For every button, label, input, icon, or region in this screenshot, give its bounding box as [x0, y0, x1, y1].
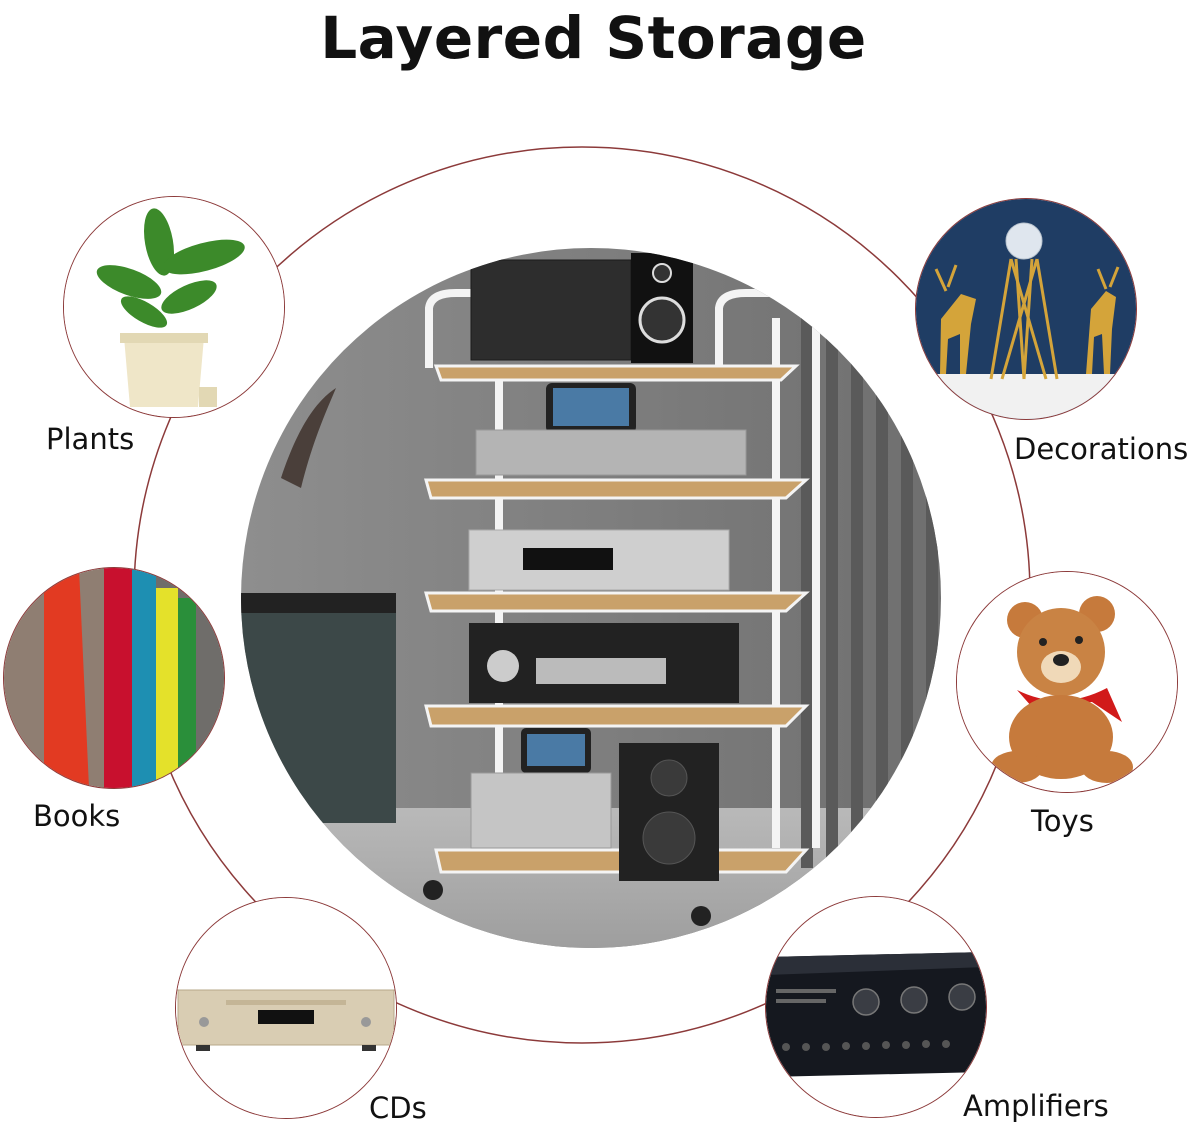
amplifiers-label: Amplifiers — [963, 1089, 1109, 1123]
decorations-label: Decorations — [1014, 432, 1187, 466]
toys-label: Toys — [1031, 804, 1094, 838]
plants-label: Plants — [46, 422, 135, 456]
page-title: Layered Storage — [320, 4, 867, 72]
books-label: Books — [33, 799, 121, 833]
plants-thumbnail — [63, 196, 285, 418]
decorations-thumbnail — [915, 198, 1137, 420]
cds-thumbnail — [175, 897, 397, 1119]
cds-label: CDs — [369, 1091, 427, 1125]
books-thumbnail — [3, 567, 225, 789]
storage-rack-image — [241, 248, 941, 948]
toys-thumbnail — [956, 571, 1178, 793]
amplifiers-thumbnail — [765, 896, 987, 1118]
